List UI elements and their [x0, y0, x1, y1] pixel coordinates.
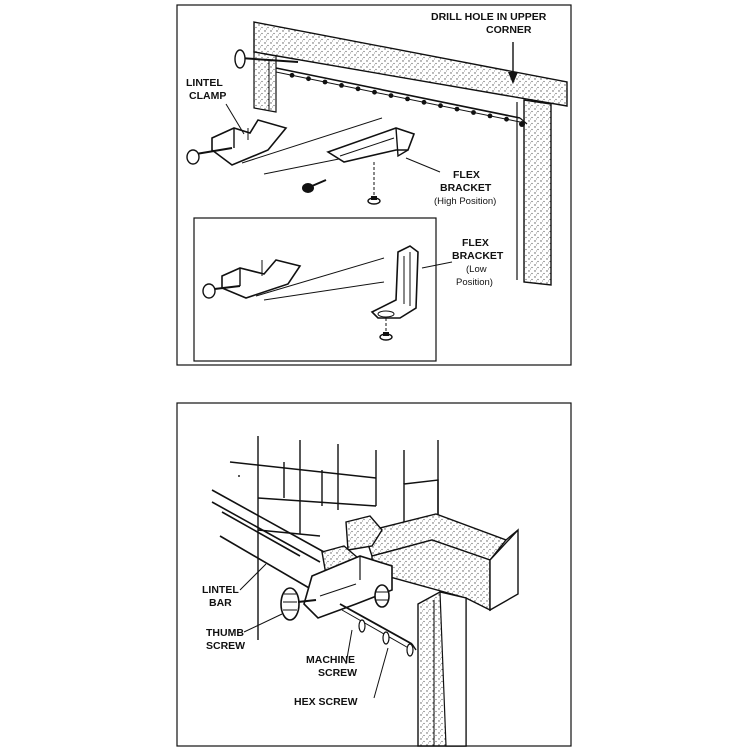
- drill-hole-label-line2: CORNER: [486, 24, 532, 36]
- wing-screw-top: [302, 179, 327, 193]
- bottom-leaders: [239, 563, 389, 699]
- lintel-bar: [211, 489, 325, 593]
- lintel-clamp-label-line1: LINTEL: [186, 77, 223, 89]
- lintel-clamp-inset: [202, 259, 302, 299]
- flex-bracket-low-label-line2: BRACKET: [452, 250, 504, 262]
- top-panel: DRILL HOLE IN UPPER CORNER LINTEL CLAMP …: [176, 4, 572, 366]
- top-rod-grommets: [289, 72, 509, 122]
- thumb-screw-label-line1: THUMB: [206, 627, 244, 639]
- flex-bracket-low-label-line3: (Low: [466, 264, 487, 275]
- flex-bracket-low: [370, 245, 419, 319]
- drill-hole-arrow: [508, 42, 518, 84]
- rod-grommet: [421, 99, 427, 105]
- flex-bracket-low-leader: [421, 261, 453, 269]
- rod-grommet: [372, 89, 377, 95]
- lintel-bar-label-line2: BAR: [209, 597, 232, 609]
- lintel-clamp-label-line2: CLAMP: [189, 90, 226, 102]
- hex-screw-inset: [379, 318, 393, 341]
- hex-screw-label: HEX SCREW: [294, 696, 358, 708]
- rod-grommet: [405, 96, 410, 102]
- flex-bracket-low-label-line1: FLEX: [462, 237, 489, 249]
- rod-grommet: [454, 106, 460, 112]
- rod-grommet: [306, 76, 311, 82]
- rod-grommet: [339, 83, 344, 88]
- bottom-panel-border: [176, 402, 572, 747]
- rod-grommet: [322, 79, 328, 85]
- flex-bracket-high-label-line2: BRACKET: [440, 182, 492, 194]
- rod-grommet: [504, 116, 509, 122]
- lintel-clamp-leader: [225, 103, 245, 135]
- rod-grommet: [289, 72, 295, 78]
- projection-lines-inset: [255, 257, 385, 301]
- bottom-panel: LINTEL BAR THUMB SCREW MACHINE SCREW HEX…: [176, 402, 572, 747]
- flex-bracket-high-leader: [405, 157, 441, 173]
- machine-screw-label-line2: SCREW: [318, 667, 357, 679]
- lintel-bar-label-line1: LINTEL: [202, 584, 239, 596]
- thumb-screw-label-line2: SCREW: [206, 640, 245, 652]
- clamp-assembly: [280, 555, 393, 621]
- flex-bracket-high: [326, 127, 416, 163]
- machine-screw-label-line1: MACHINE: [306, 654, 355, 666]
- door-frame-top: [253, 21, 568, 286]
- rod-grommet: [471, 110, 476, 115]
- lintel-slab: [363, 513, 519, 747]
- flex-bracket-high-label-line1: FLEX: [453, 169, 480, 181]
- lintel-clamp-top: [186, 119, 288, 166]
- top-panel-border: [176, 4, 572, 366]
- lower-rod: [339, 603, 417, 657]
- top-rod: [234, 49, 528, 127]
- hex-screw-top: [367, 162, 381, 205]
- flex-bracket-high-label-line3: (High Position): [434, 196, 496, 207]
- rod-grommet: [355, 86, 361, 92]
- drill-hole-label-line1: DRILL HOLE IN UPPER: [431, 11, 547, 23]
- rod-grommet: [487, 113, 493, 119]
- flex-bracket-low-label-line4: Position): [456, 277, 493, 288]
- rod-grommet: [388, 93, 394, 98]
- rod-grommet: [438, 103, 443, 109]
